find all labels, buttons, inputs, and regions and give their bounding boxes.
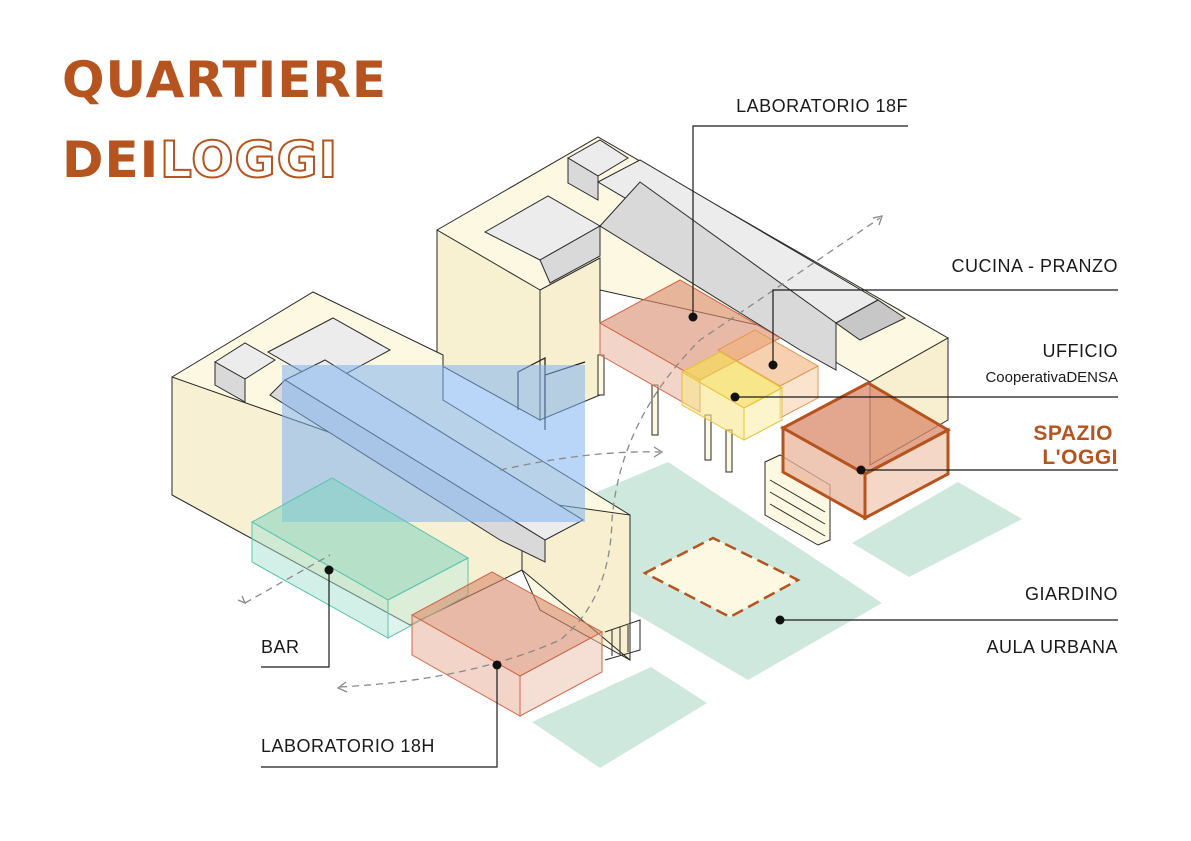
railing	[604, 619, 641, 661]
label-spazio: SPAZIO	[1033, 422, 1113, 445]
marker-cucina	[768, 360, 778, 370]
label-ufficio-sub: CooperativaDENSA	[985, 369, 1118, 386]
circulation-arrows	[237, 215, 883, 693]
arrowhead	[872, 215, 883, 226]
volume-cucina	[716, 329, 820, 419]
marker-ufficio	[730, 392, 740, 402]
volume-spazio-loggi	[779, 381, 952, 521]
roof-upper-b	[539, 225, 601, 284]
leader-lines	[261, 125, 1118, 768]
page-title: QUARTIERE DEI LOGGI	[62, 51, 387, 190]
leader-lab18h	[261, 665, 498, 768]
arrow-path	[339, 217, 881, 688]
volume-lab-18h	[410, 571, 604, 717]
label-giardino: GIARDINO	[1025, 584, 1118, 604]
volume-blue	[282, 365, 585, 522]
label-laboratorio-18h: LABORATORIO 18H	[261, 736, 435, 756]
arrowhead	[336, 681, 348, 693]
leader-lab18f	[692, 125, 908, 317]
garden-right	[852, 482, 1022, 577]
arrow-path	[499, 451, 661, 471]
garden-lower	[532, 667, 707, 768]
marker-giardino	[775, 615, 785, 625]
label-laboratorio-18f: LABORATORIO 18F	[736, 96, 908, 116]
labels: LABORATORIO 18F CUCINA - PRANZO UFFICIO …	[261, 96, 1118, 756]
label-loggi: L'OGGI	[1042, 446, 1118, 469]
pillar	[704, 414, 712, 461]
roof-lower-chimney-side	[214, 361, 246, 403]
leader-bar	[261, 570, 330, 668]
title-line1: QUARTIERE	[62, 51, 387, 109]
label-cucina-pranzo: CUCINA - PRANZO	[951, 256, 1118, 276]
label-ufficio: UFFICIO	[1043, 341, 1119, 361]
arrow-path	[244, 554, 331, 604]
pillar	[725, 429, 733, 473]
volume-ufficio	[680, 351, 784, 441]
marker-lab18h	[492, 660, 502, 670]
garden-areas	[532, 462, 1022, 768]
pillar	[597, 354, 605, 396]
volume-bar	[250, 477, 470, 639]
roof-upper-end	[835, 299, 907, 341]
arrowhead	[237, 595, 247, 605]
title-line2-outline: LOGGI	[160, 131, 338, 189]
roof-upper-ridge-side	[599, 181, 837, 371]
marker-lab18f	[688, 312, 698, 322]
label-aula-urbana: AULA URBANA	[986, 637, 1118, 657]
marker-bar	[324, 565, 334, 575]
title-line2-solid: DEI	[62, 131, 159, 189]
arrowhead	[653, 446, 664, 458]
marker-spazio	[856, 465, 866, 475]
chimney-side	[567, 157, 599, 201]
leader-cucina	[772, 289, 1118, 365]
label-bar: BAR	[261, 637, 300, 657]
aula-urbana-outline	[642, 536, 801, 619]
